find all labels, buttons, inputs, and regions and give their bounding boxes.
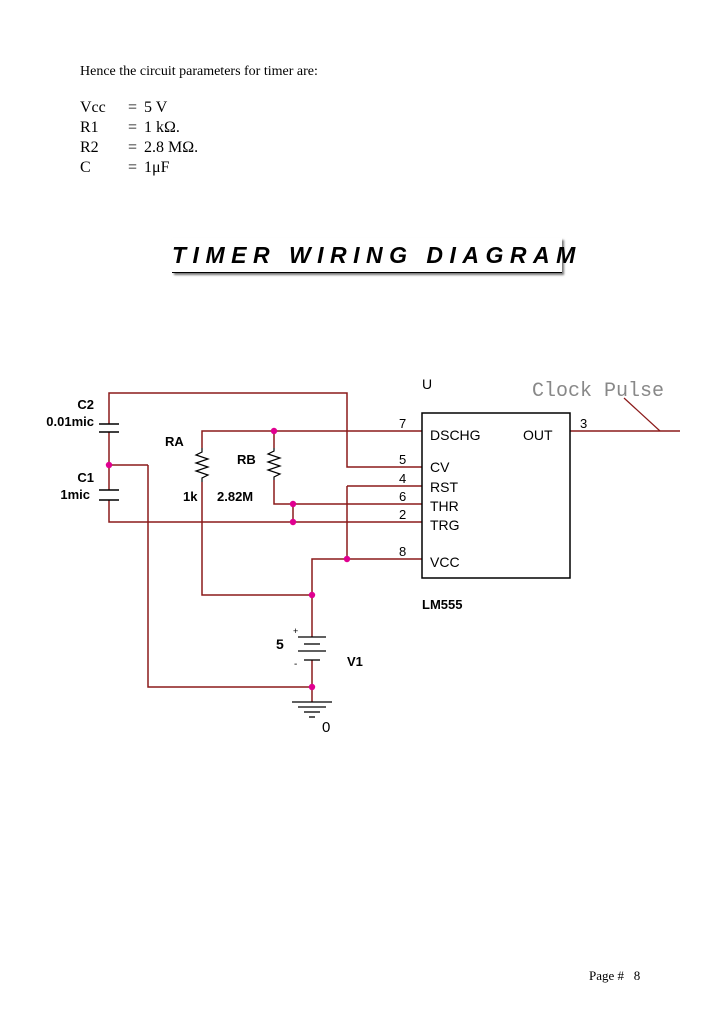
pin-label-out: OUT xyxy=(523,427,553,443)
c2-value-label: 0.01mic xyxy=(46,414,94,429)
wire-rb-bottom xyxy=(273,480,422,505)
pin-label-trg: TRG xyxy=(430,517,460,533)
ic-part-label: LM555 xyxy=(422,597,462,612)
junction-node xyxy=(308,591,316,599)
v1-value-label: 5 xyxy=(276,636,284,652)
parameter-row-vcc: Vcc = 5 V xyxy=(80,98,198,118)
parameter-value: 2.8 MΩ. xyxy=(144,139,199,156)
parameter-row-r1: R1 = 1 kΩ. xyxy=(80,118,198,138)
pin-number-4: 4 xyxy=(399,471,406,486)
pin-number-2: 2 xyxy=(399,507,406,522)
clock-pulse-pointer xyxy=(623,397,661,432)
pin-label-vcc: VCC xyxy=(430,554,460,570)
wires xyxy=(108,392,680,702)
parameter-value: 1μF xyxy=(144,159,170,176)
battery-v1 xyxy=(298,636,326,661)
page-number: 8 xyxy=(633,968,641,983)
page-label: Page # xyxy=(589,968,625,983)
parameter-row-c: C = 1μF xyxy=(80,158,198,178)
v1-ref-label: V1 xyxy=(347,654,363,669)
parameter-name: Vcc xyxy=(80,99,106,116)
wire-c1-to-trg xyxy=(108,500,422,523)
c2-ref-label: C2 xyxy=(77,397,94,412)
parameter-row-r2: R2 = 2.8 MΩ. xyxy=(80,138,198,158)
page-footer: Page # 8 xyxy=(589,968,640,984)
capacitor-c1 xyxy=(99,489,119,501)
v1-plus-label: + xyxy=(293,626,298,636)
v1-minus-label: - xyxy=(294,659,297,670)
parameter-value: 5 V xyxy=(144,99,168,116)
rb-ref-label: RB xyxy=(237,452,256,467)
wire-vcc xyxy=(311,558,422,595)
parameter-list: Vcc = 5 V R1 = 1 kΩ. R2 = 2.8 MΩ. C = 1μF xyxy=(80,98,198,178)
parameter-name: C xyxy=(80,159,91,176)
ra-ref-label: RA xyxy=(165,434,184,449)
wire-dschg xyxy=(201,430,422,448)
resistor-rb xyxy=(266,448,282,480)
rb-value-label: 2.82M xyxy=(217,489,253,504)
pin-number-8: 8 xyxy=(399,544,406,559)
pin-label-cv: CV xyxy=(430,459,450,475)
parameter-equals: = xyxy=(128,159,138,176)
pin-label-thr: THR xyxy=(430,498,459,514)
junction-node xyxy=(343,555,351,563)
wire-top-rail xyxy=(108,392,422,468)
clock-pulse-label: Clock Pulse xyxy=(532,380,664,403)
intro-text: Hence the circuit parameters for timer a… xyxy=(80,64,318,79)
parameter-value: 1 kΩ. xyxy=(144,119,180,136)
parameter-equals: = xyxy=(128,119,138,136)
c1-ref-label: C1 xyxy=(77,470,94,485)
pin-number-3: 3 xyxy=(580,416,587,431)
page-title: TIMER WIRING DIAGRAM xyxy=(172,238,575,273)
pin-label-rst: RST xyxy=(430,479,458,495)
junction-node xyxy=(105,461,113,469)
ic-body xyxy=(421,412,571,579)
c1-value-label: 1mic xyxy=(60,487,90,502)
pin-number-5: 5 xyxy=(399,452,406,467)
timer-circuit-diagram: U LM555 DSCHG OUT CV RST THR TRG VCC 7 3… xyxy=(46,376,680,736)
resistor-ra xyxy=(194,448,210,482)
junction-node xyxy=(289,500,297,508)
junction-node xyxy=(308,683,316,691)
parameter-name: R2 xyxy=(80,139,99,156)
wire-ra-to-vcc xyxy=(201,482,312,596)
junction-node xyxy=(289,518,297,526)
ra-value-label: 1k xyxy=(183,489,198,504)
ground-label: 0 xyxy=(322,719,330,736)
parameter-name: R1 xyxy=(80,119,99,136)
parameter-equals: = xyxy=(128,139,138,156)
junction-nodes xyxy=(105,427,351,691)
wire-ground-return xyxy=(147,465,312,688)
ic-ref-label: U xyxy=(422,376,432,392)
ground-symbol xyxy=(292,701,332,718)
parameter-equals: = xyxy=(128,99,138,116)
pin-number-7: 7 xyxy=(399,416,406,431)
pin-label-dschg: DSCHG xyxy=(430,427,481,443)
junction-node xyxy=(270,427,278,435)
capacitor-c2 xyxy=(99,423,119,433)
pin-number-6: 6 xyxy=(399,489,406,504)
